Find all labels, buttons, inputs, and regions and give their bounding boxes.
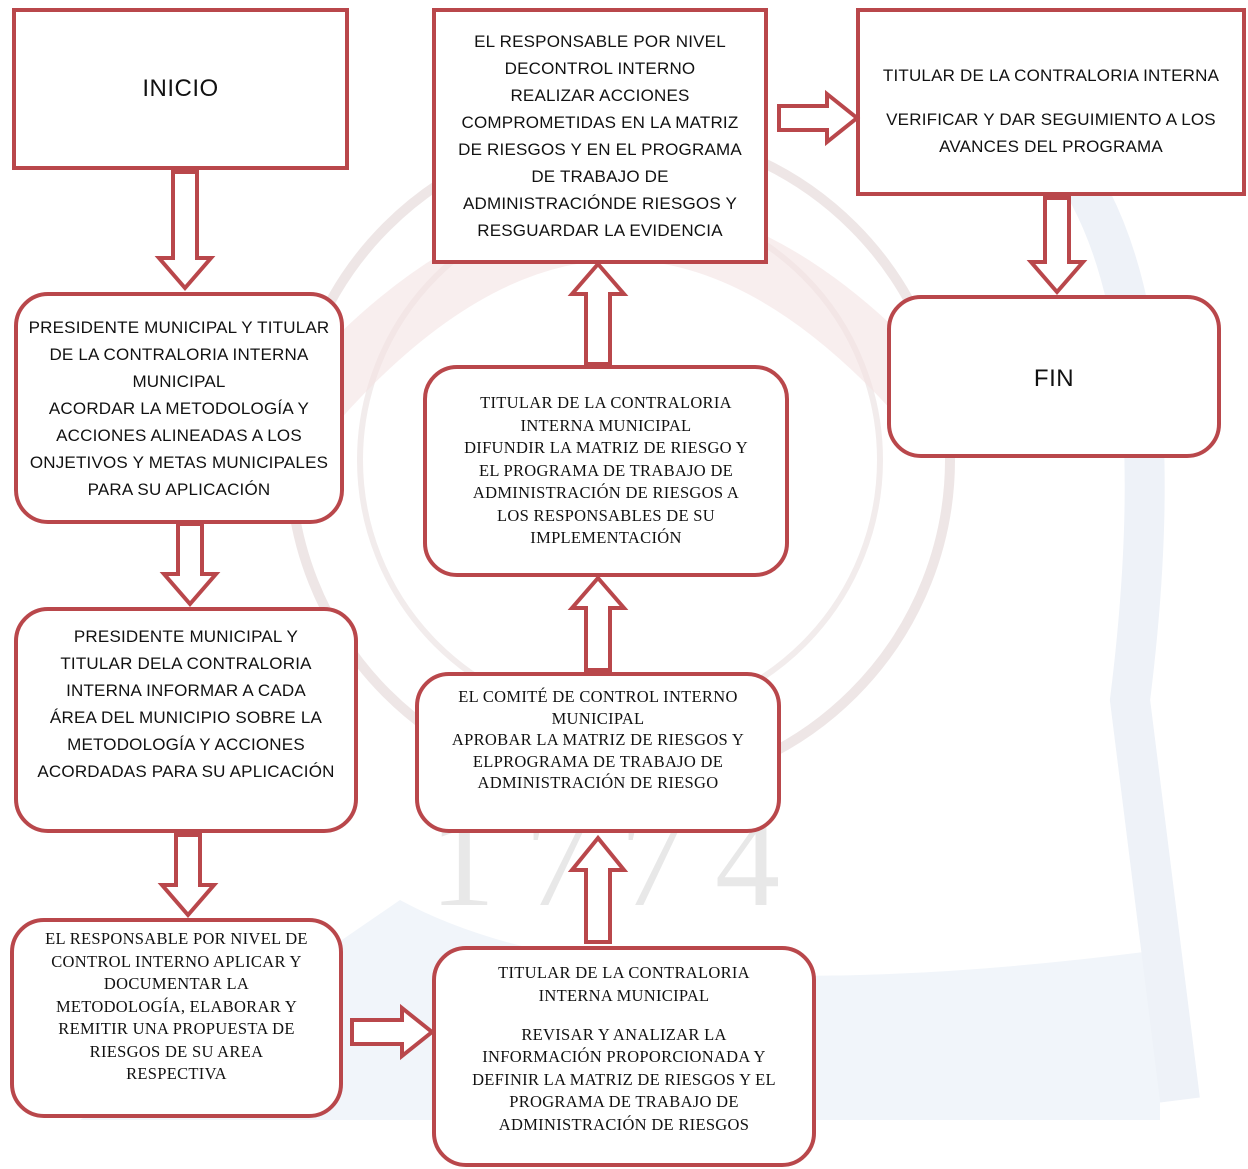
node-comite-aprobar: EL COMITÉ DE CONTROL INTERNO MUNICIPAL APR…	[415, 672, 781, 833]
text-line: INICIO	[142, 75, 219, 102]
text-line: DEFINIR LA MATRIZ DE RIESGOS Y EL	[472, 1069, 776, 1089]
text-line: TITULAR DE LA CONTRALORIA	[498, 963, 750, 982]
text-line: ADMINISTRACIÓN DE RIESGOS A	[472, 483, 740, 503]
text-line: EL RESPONSABLE POR NIVEL	[474, 32, 726, 51]
text-line: EL COMITÉ DE CONTROL INTERNO	[458, 687, 738, 706]
text-line: INTERNA INFORMAR A CADA	[66, 681, 306, 700]
text-line: ACORDADAS PARA SU APLICACIÓN	[37, 762, 335, 781]
text-line: DECONTROL INTERNO	[504, 59, 696, 78]
text-line: METODOLOGÍA, ELABORAR Y	[55, 996, 298, 1016]
node-presidente-informar: PRESIDENTE MUNICIPAL Y TITULAR DELA CONTR…	[14, 607, 358, 833]
node-responsable-aplicar: EL RESPONSABLE POR NIVEL DE CONTROL INTER…	[10, 918, 343, 1118]
text-line: DOCUMENTAR LA	[103, 974, 250, 993]
arrow-up-aprobar-to-difundir	[567, 574, 629, 672]
node-titular-verificar: TITULAR DE LA CONTRALORIA INTERNA VERIFIC…	[856, 8, 1246, 196]
text-line: TITULAR DE LA CONTRALORIA	[480, 393, 732, 413]
node-titular-verificar-lines: TITULAR DE LA CONTRALORIA INTERNA VERIFIC…	[883, 62, 1219, 160]
text-line: DE RIESGOS Y EN EL PROGRAMA	[458, 140, 742, 159]
text-line: RIESGOS DE SU AREA	[89, 1041, 264, 1061]
text-line: PROGRAMA DE TRABAJO DE	[509, 1092, 739, 1111]
arrow-down-informar-to-aplicar	[157, 833, 219, 919]
text-line: ADMINISTRACIÓNDE RIESGOS Y	[462, 194, 738, 213]
text-line: PRESIDENTE MUNICIPAL Y	[73, 627, 299, 646]
text-line: LOS RESPONSABLES DE SU	[497, 505, 715, 525]
text-line: REVISAR Y ANALIZAR LA	[521, 1024, 727, 1044]
text-line: DE TRABAJO DE	[531, 167, 669, 186]
text-line: EL PROGRAMA DE TRABAJO DE	[478, 460, 734, 480]
arrow-up-revisar-to-aprobar	[567, 834, 629, 944]
text-line: INTERNA MUNICIPAL	[520, 415, 692, 435]
text-line: INTERNA MUNICIPAL	[538, 985, 710, 1005]
text-line	[472, 1007, 776, 1024]
text-line: IMPLEMENTACIÓN	[530, 528, 682, 548]
arrow-down-acordar-to-informar	[159, 522, 221, 608]
text-line: TITULAR DELA CONTRALORIA	[60, 654, 312, 673]
node-presidente-informar-lines: PRESIDENTE MUNICIPAL Y TITULAR DELA CONTR…	[37, 623, 334, 785]
text-line: DE LA CONTRALORIA INTERNA	[49, 344, 309, 364]
node-comite-aprobar-lines: EL COMITÉ DE CONTROL INTERNO MUNICIPAL APR…	[452, 686, 744, 794]
arrow-down-verificar-to-fin	[1026, 196, 1088, 296]
text-line: ELPROGRAMA DE TRABAJO DE	[472, 751, 724, 771]
text-line: EL RESPONSABLE POR NIVEL DE	[45, 929, 308, 948]
text-line: ÁREA DEL MUNICIPIO SOBRE LA	[49, 708, 323, 727]
text-line	[883, 89, 1219, 106]
arrow-up-difundir-to-realizar	[567, 260, 629, 366]
text-line: ADMINISTRACIÓN DE RIESGOS	[498, 1114, 750, 1134]
text-line: MUNICIPAL	[132, 371, 226, 391]
text-line: AVANCES DEL PROGRAMA	[939, 137, 1163, 156]
text-line: CONTROL INTERNO APLICAR Y	[51, 951, 302, 971]
node-responsable-aplicar-lines: EL RESPONSABLE POR NIVEL DE CONTROL INTER…	[45, 928, 308, 1086]
node-presidente-acordar: PRESIDENTE MUNICIPAL Y TITULAR DE LA CONT…	[14, 292, 344, 524]
text-line: ACCIONES ALINEADAS A LOS	[56, 425, 302, 445]
node-fin-lines: FIN	[1034, 365, 1074, 393]
text-line: VERIFICAR Y DAR SEGUIMIENTO A LOS	[886, 110, 1216, 129]
text-line: FIN	[1033, 365, 1075, 392]
node-responsable-realizar: EL RESPONSABLE POR NIVEL DECONTROL INTERN…	[432, 8, 768, 264]
node-inicio-lines: INICIO	[142, 75, 218, 103]
text-line: ONJETIVOS Y METAS MUNICIPALES	[29, 452, 329, 472]
text-line: RESGUARDAR LA EVIDENCIA	[477, 221, 723, 240]
node-responsable-realizar-lines: EL RESPONSABLE POR NIVEL DECONTROL INTERN…	[458, 28, 742, 244]
text-line: PRESIDENTE MUNICIPAL Y TITULAR	[28, 317, 330, 337]
arrow-down-inicio-to-acordar	[154, 170, 216, 292]
node-fin: FIN	[887, 295, 1221, 458]
node-titular-revisar-lines: TITULAR DE LA CONTRALORIA INTERNA MUNICIP…	[472, 962, 776, 1136]
text-line: MUNICIPAL	[551, 708, 645, 728]
text-line: TITULAR DE LA CONTRALORIA INTERNA	[882, 66, 1220, 85]
text-line: COMPROMETIDAS EN LA MATRIZ	[461, 113, 739, 132]
node-presidente-acordar-lines: PRESIDENTE MUNICIPAL Y TITULAR DE LA CONT…	[29, 314, 330, 503]
node-titular-revisar: TITULAR DE LA CONTRALORIA INTERNA MUNICIP…	[432, 946, 816, 1167]
node-inicio: INICIO	[12, 8, 349, 170]
text-line: APROBAR LA MATRIZ DE RIESGOS Y	[451, 730, 745, 749]
text-line: REMITIR UNA PROPUESTA DE	[58, 1019, 295, 1038]
arrow-right-realizar-to-verificar	[777, 89, 861, 147]
text-line: INFORMACIÓN PROPORCIONADA Y	[482, 1047, 766, 1066]
text-line: ADMINISTRACIÓN DE RIESGO	[477, 773, 719, 792]
text-line: ACORDAR LA METODOLOGÍA Y	[48, 398, 310, 418]
text-line: PARA SU APLICACIÓN	[87, 479, 271, 499]
text-line: REALIZAR ACCIONES	[510, 86, 690, 105]
text-line: METODOLOGÍA Y ACCIONES	[67, 735, 305, 754]
arrow-right-aplicar-to-revisar	[350, 1003, 436, 1061]
text-line: DIFUNDIR LA MATRIZ DE RIESGO Y	[464, 438, 748, 458]
text-line: RESPECTIVA	[126, 1064, 227, 1083]
